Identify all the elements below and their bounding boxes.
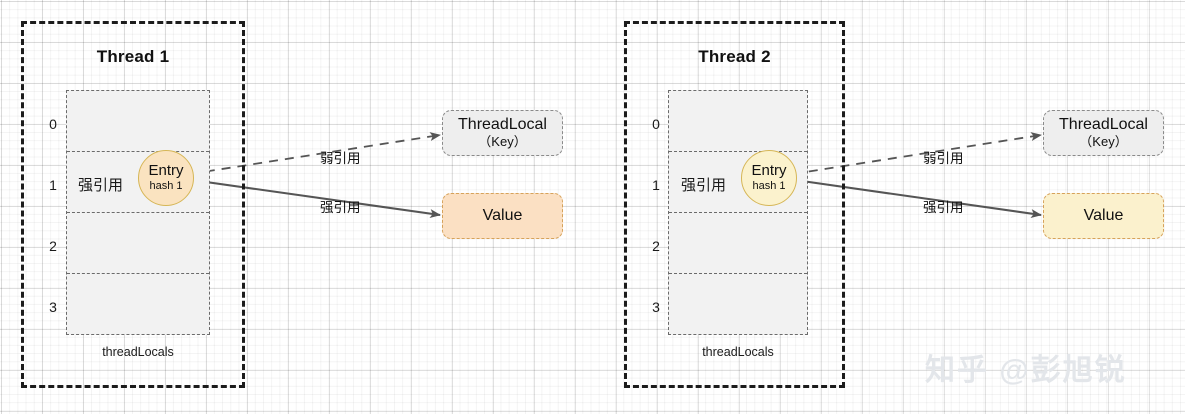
threadlocalmap-table-1 [66,90,210,335]
table-row[interactable] [67,152,209,213]
slot-label-strong-ref-2: 强引用 [681,177,727,194]
entry-circle-2[interactable]: Entry hash 1 [741,150,797,206]
edge-label-weak-ref-1: 弱引用 [320,151,361,166]
threadlocal-key-box-2[interactable]: ThreadLocal （Key） [1043,110,1164,156]
edge-label-strong-ref-2: 强引用 [923,200,964,215]
table-row[interactable] [669,152,807,213]
entry-title: Entry [148,162,184,180]
slot-index-0: 0 [49,116,57,132]
threadlocal-subtitle: （Key） [478,134,527,150]
table-row[interactable] [67,213,209,274]
slot-index-1: 1 [49,177,57,193]
entry-circle-1[interactable]: Entry hash 1 [138,150,194,206]
edge-label-strong-ref-1: 强引用 [320,200,361,215]
thread-title-1: Thread 1 [96,47,170,66]
slot-index-2: 2 [49,238,57,254]
entry-hash: hash 1 [149,180,183,193]
entry-hash: hash 1 [752,180,786,193]
table-row[interactable] [669,274,807,334]
threadlocal-subtitle: （Key） [1079,134,1128,150]
table-row[interactable] [669,213,807,274]
threadlocal-title: ThreadLocal [1059,116,1148,134]
table-caption-2: threadLocals [702,345,774,359]
value-title: Value [482,207,523,225]
watermark: 知乎 @彭旭锐 [925,354,1127,387]
slot-index-3: 3 [49,299,57,315]
slot-index-1: 1 [652,177,660,193]
thread-title-2: Thread 2 [698,47,771,66]
threadlocal-key-box-1[interactable]: ThreadLocal （Key） [442,110,563,156]
slot-index-0: 0 [652,116,660,132]
threadlocalmap-table-2 [668,90,808,335]
thread-container-1 [21,21,245,388]
threadlocal-title: ThreadLocal [458,116,547,134]
value-box-2[interactable]: Value [1043,193,1164,239]
slot-index-3: 3 [652,299,660,315]
slot-index-2: 2 [652,238,660,254]
table-row[interactable] [67,274,209,334]
table-caption-1: threadLocals [102,345,174,359]
thread-container-2 [624,21,845,388]
slot-label-strong-ref-1: 强引用 [78,177,124,194]
value-title: Value [1083,207,1124,225]
table-row[interactable] [669,91,807,152]
entry-title: Entry [751,162,787,180]
table-row[interactable] [67,91,209,152]
value-box-1[interactable]: Value [442,193,563,239]
edge-label-weak-ref-2: 弱引用 [923,151,964,166]
